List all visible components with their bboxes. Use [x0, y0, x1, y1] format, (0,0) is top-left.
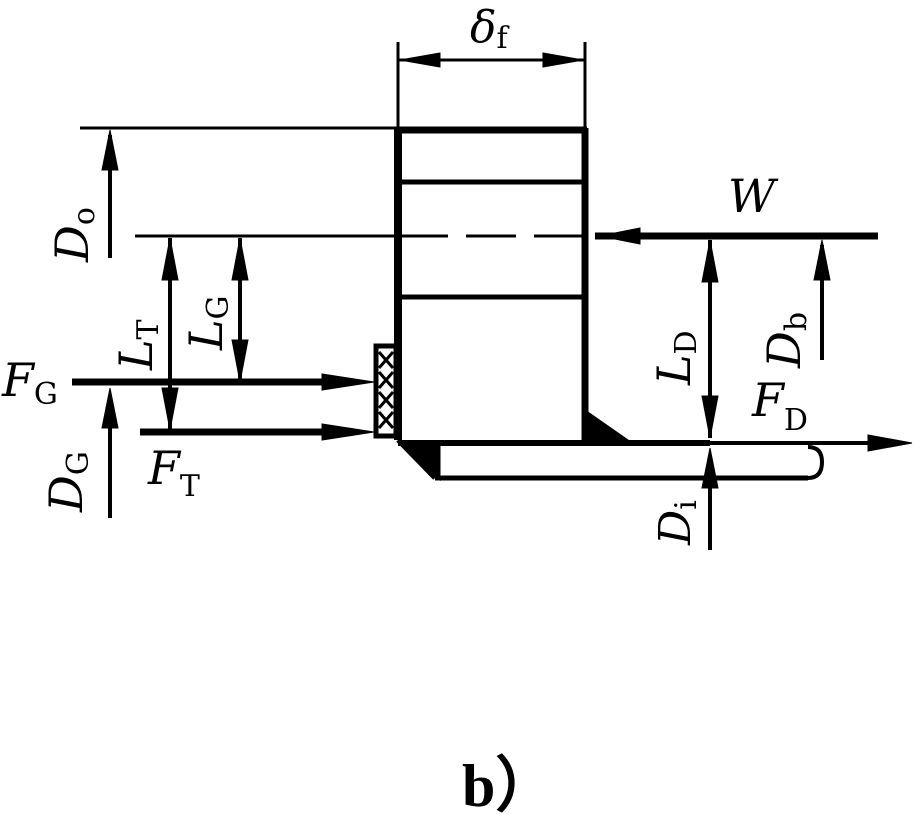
svg-text:Do: Do	[45, 207, 102, 263]
hub-lever-arrow	[701, 239, 719, 439]
gasket-diameter-arrow	[101, 387, 119, 518]
lever-arm-arrows	[161, 237, 249, 432]
svg-text:DG: DG	[39, 451, 96, 513]
width-dimension	[396, 42, 587, 128]
inner-diameter-arrow	[701, 447, 719, 550]
label-f-g: FG	[1, 353, 58, 412]
svg-text:Db: Db	[757, 312, 814, 369]
label-l-t: LT	[109, 319, 166, 371]
svg-text:LT: LT	[109, 319, 166, 371]
label-d-i: Di	[650, 500, 704, 546]
label-d-g: DG	[39, 451, 96, 513]
svg-text:LG: LG	[179, 295, 236, 351]
label-l-g: LG	[179, 295, 236, 351]
label-f-d: FD	[751, 373, 808, 438]
gasket-force-arrow	[72, 373, 375, 391]
flange-body	[80, 126, 589, 440]
hydrostatic-force-arrow	[710, 434, 913, 452]
outer-diameter-arrow	[101, 129, 119, 258]
label-d-o: Do	[45, 207, 102, 263]
label-l-d: LD	[647, 330, 704, 386]
figure-caption: b）	[462, 752, 555, 814]
hub-and-pipe	[396, 409, 825, 482]
label-delta-f: δf	[470, 2, 510, 56]
differential-force-arrow	[140, 423, 375, 441]
svg-text:Di: Di	[650, 500, 704, 546]
label-d-b: Db	[757, 312, 814, 369]
bolt-diameter-arrow	[813, 239, 831, 360]
gasket	[373, 343, 399, 439]
bolt-circle-line	[135, 227, 878, 245]
label-f-t: FT	[147, 441, 200, 504]
svg-text:LD: LD	[647, 330, 704, 386]
label-w: W	[728, 169, 779, 223]
